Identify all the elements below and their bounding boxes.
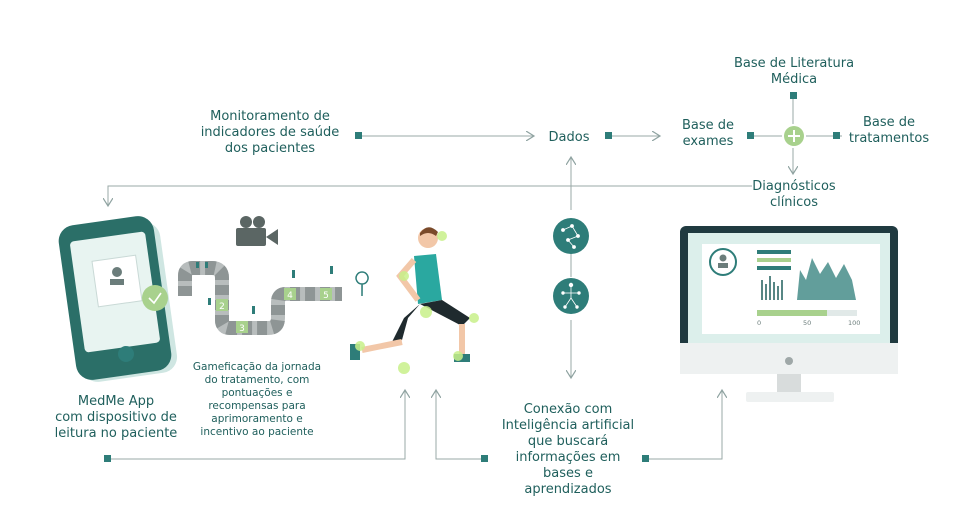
phone-illustration: [58, 216, 178, 382]
label-conexao: Conexão com Inteligência artificial que …: [501, 402, 635, 497]
game-step-5: 5: [323, 291, 329, 301]
connectors: [108, 96, 842, 460]
runner-illustration: [350, 227, 479, 374]
connector-dots: [104, 92, 840, 462]
arrow-conexao-to-runner: [436, 390, 485, 460]
label-gamificacao: Gameficação da jornada do tratamento, co…: [192, 361, 322, 438]
label-monitoring: Monitoramento de indicadores de saúde do…: [200, 109, 340, 156]
label-base-tratamentos: Base de tratamentos: [848, 115, 930, 146]
game-step-3: 3: [239, 324, 245, 334]
ai-body-icon: [553, 278, 589, 314]
dashboard-axis-50: 50: [803, 319, 811, 327]
arrow-medme-to-runner: [108, 390, 405, 460]
map-pin-icon: [355, 271, 369, 297]
label-base-exames: Base de exames: [681, 118, 735, 149]
ai-network-icon: [553, 218, 589, 254]
game-board-illustration: 2 3 4 5: [178, 261, 369, 335]
arrow-diagnosticos-to-phone: [108, 185, 752, 206]
plus-icon: [784, 126, 804, 146]
label-diagnosticos: Diagnósticos clínicos: [752, 179, 836, 210]
label-medme: MedMe App com dispositivo de leitura no …: [54, 394, 178, 441]
game-step-2: 2: [219, 302, 225, 312]
dashboard-axis-0: 0: [757, 319, 761, 327]
label-dados: Dados: [548, 130, 590, 145]
game-step-4: 4: [287, 291, 293, 301]
monitor-illustration: 0 50 100: [680, 226, 898, 402]
label-base-literatura: Base de Literatura Médica: [733, 56, 855, 87]
video-camera-icon: [236, 216, 278, 246]
dashboard-axis-100: 100: [848, 319, 860, 327]
arrow-conexao-to-monitor: [646, 390, 722, 460]
